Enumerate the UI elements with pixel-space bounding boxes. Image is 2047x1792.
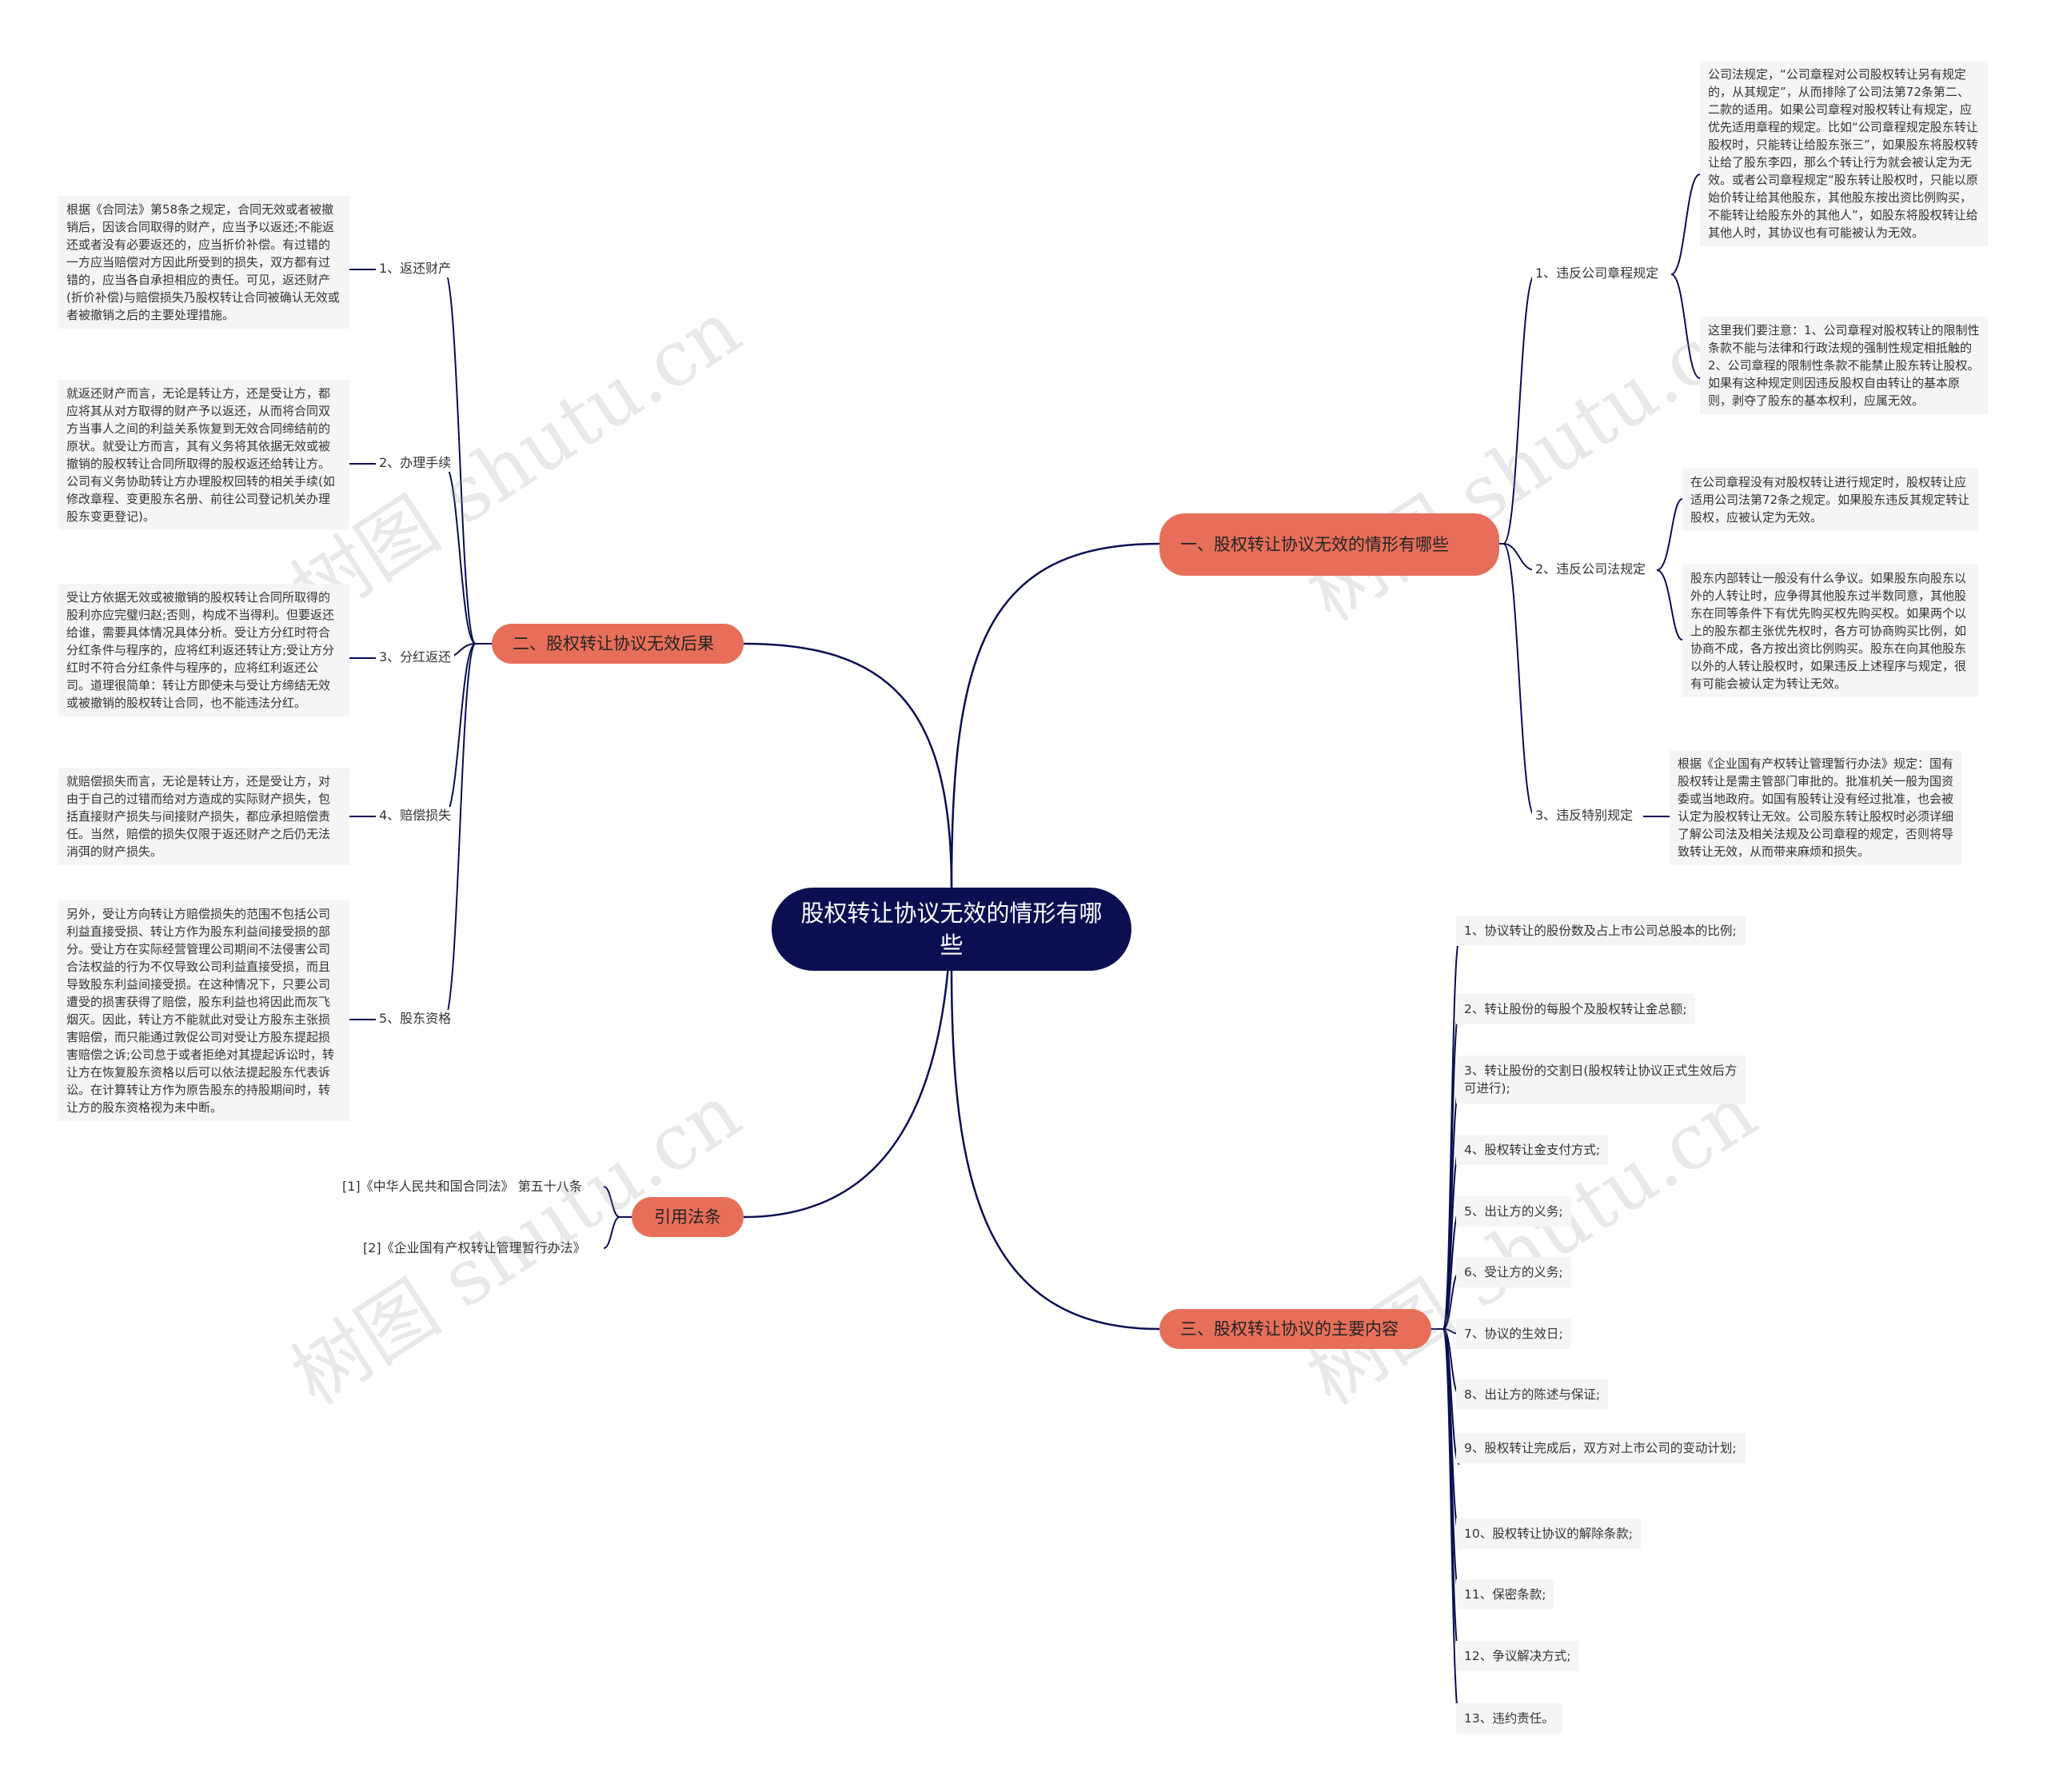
citation-state-assets[interactable]: [2]《企业国有产权转让管理暂行办法》 [363, 1240, 586, 1255]
note-procedures: 就返还财产而言，无论是转让方，还是受让方，都应将其从对方取得的财产予以返还，从而… [58, 380, 349, 530]
list-item: 11、保密条款; [1456, 1579, 1554, 1610]
sub-compensation[interactable]: 4、赔偿损失 [376, 807, 455, 824]
note-return-property: 根据《合同法》第58条之规定，合同无效或者被撤销后，因该合同取得的财产，应当予以… [58, 196, 349, 329]
branch-cited-laws[interactable]: 引用法条 [632, 1197, 744, 1237]
sub-violate-special-rules[interactable]: 3、违反特别规定 [1532, 807, 1637, 824]
list-item: 3、转让股份的交割日(股权转让协议正式生效后方可进行); [1456, 1056, 1746, 1104]
citation-contract-law[interactable]: [1]《中华人民共和国合同法》 第五十八条 [342, 1179, 582, 1194]
note-articles-1: 公司法规定，“公司章程对公司股权转让另有规定的，从其规定”，从而排除了公司法第7… [1700, 61, 1988, 246]
list-item: 13、违约责任。 [1456, 1703, 1562, 1734]
list-item: 10、股权转让协议的解除条款; [1456, 1519, 1641, 1549]
note-company-law-1: 在公司章程没有对股权转让进行规定时，股权转让应适用公司法第72条之规定。如果股东… [1682, 469, 1978, 531]
sub-return-property[interactable]: 1、返还财产 [376, 260, 455, 277]
sub-shareholder-status[interactable]: 5、股东资格 [376, 1010, 455, 1028]
list-item: 2、转让股份的每股个及股权转让金总额; [1456, 994, 1695, 1024]
note-dividend-return: 受让方依据无效或被撤销的股权转让合同所取得的股利亦应完璧归赵;否则，构成不当得利… [58, 584, 349, 716]
sub-violate-company-law[interactable]: 2、违反公司法规定 [1532, 561, 1650, 578]
note-shareholder-status: 另外，受让方向转让方赔偿损失的范围不包括公司利益直接受损、转让方作为股东利益间接… [58, 900, 349, 1121]
list-item: 8、出让方的陈述与保证; [1456, 1379, 1609, 1410]
list-item: 5、出让方的义务; [1456, 1196, 1571, 1227]
sub-violate-articles[interactable]: 1、违反公司章程规定 [1532, 265, 1662, 282]
note-special-rules: 根据《企业国有产权转让管理暂行办法》规定：国有股权转让是需主管部门审批的。批准机… [1670, 750, 1961, 865]
list-item: 9、股权转让完成后，双方对上市公司的变动计划; [1456, 1433, 1746, 1463]
note-articles-2: 这里我们要注意：1、公司章程对股权转让的限制性条款不能与法律和行政法规的强制性规… [1700, 317, 1988, 414]
note-company-law-2: 股东内部转让一般没有什么争议。如果股东向股东以外的人转让时，应争得其他股东过半数… [1682, 565, 1978, 697]
list-item: 12、争议解决方式; [1456, 1641, 1579, 1671]
list-item: 7、协议的生效日; [1456, 1319, 1571, 1349]
list-item: 1、协议转让的股份数及占上市公司总股本的比例; [1456, 916, 1746, 946]
note-compensation: 就赔偿损失而言，无论是转让方，还是受让方，对由于自己的过错而给对方造成的实际财产… [58, 768, 349, 865]
branch-main-content[interactable]: 三、股权转让协议的主要内容 [1159, 1309, 1431, 1349]
list-item: 6、受让方的义务; [1456, 1257, 1571, 1287]
branch-invalid-situations[interactable]: 一、股权转让协议无效的情形有哪些 [1159, 513, 1499, 576]
sub-procedures[interactable]: 2、办理手续 [376, 454, 455, 472]
list-item: 4、股权转让金支付方式; [1456, 1135, 1609, 1165]
sub-dividend-return[interactable]: 3、分红返还 [376, 649, 455, 666]
branch-consequences[interactable]: 二、股权转让协议无效后果 [492, 624, 744, 664]
root-topic[interactable]: 股权转让协议无效的情形有哪些 [772, 888, 1131, 971]
